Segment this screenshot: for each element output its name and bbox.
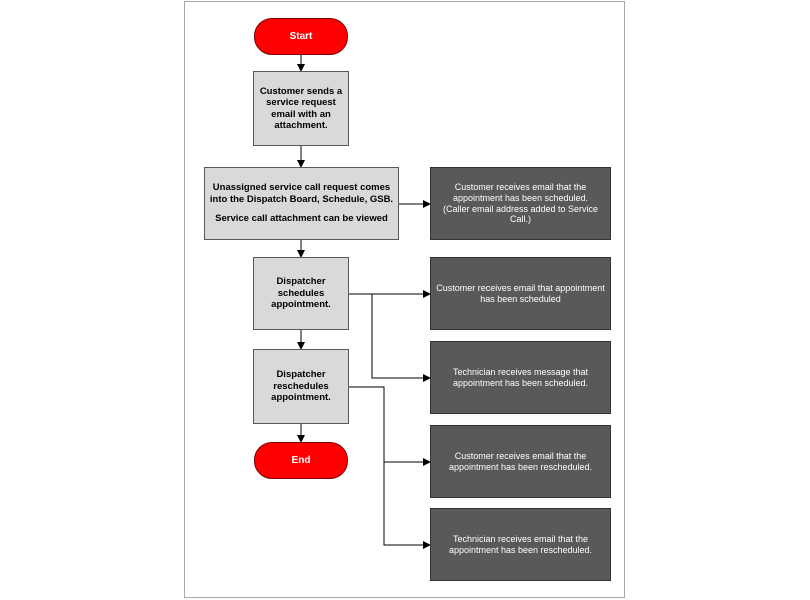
dispatcher-schedules-step: Dispatcher schedules appointment.: [253, 257, 349, 330]
customer-email-scheduled-outcome: Customer receives email that appointment…: [430, 257, 611, 330]
customer-sends-request-step: Customer sends a service request email w…: [253, 71, 349, 146]
customer-email-rescheduled-outcome: Customer receives email that the appoint…: [430, 425, 611, 498]
customer-email-scheduled-label: Customer receives email that appointment…: [436, 282, 605, 304]
technician-message-scheduled-label: Technician receives message that appoint…: [452, 366, 589, 388]
customer-email-caller-label: Customer receives email that the appoint…: [452, 181, 589, 203]
end-label: End: [291, 454, 311, 466]
customer-email-rescheduled-label: Customer receives email that the appoint…: [448, 450, 593, 472]
arrow-reschedules-to-customer-email-rescheduled: [348, 386, 431, 466]
technician-email-rescheduled-label: Technician receives email that the appoi…: [448, 533, 593, 555]
arrow-reschedules-to-technician-email-rescheduled: [383, 462, 431, 549]
technician-message-scheduled-outcome: Technician receives message that appoint…: [430, 341, 611, 414]
unassigned-request-label: Unassigned service call request comes in…: [209, 182, 394, 205]
start-terminal: Start: [254, 18, 348, 55]
unassigned-request-step: Unassigned service call request comes in…: [204, 167, 399, 240]
attachment-viewable-label: Service call attachment can be viewed: [215, 213, 388, 225]
dispatcher-reschedules-label: Dispatcher reschedules appointment.: [271, 369, 331, 404]
end-terminal: End: [254, 442, 348, 479]
customer-email-caller-outcome: Customer receives email that the appoint…: [430, 167, 611, 240]
dispatcher-reschedules-step: Dispatcher reschedules appointment.: [253, 349, 349, 424]
technician-email-rescheduled-outcome: Technician receives email that the appoi…: [430, 508, 611, 581]
caller-address-note: (Caller email address added to Service C…: [442, 203, 599, 225]
dispatcher-schedules-label: Dispatcher schedules appointment.: [271, 276, 331, 311]
start-label: Start: [289, 30, 313, 42]
customer-sends-request-label: Customer sends a service request email w…: [259, 85, 343, 131]
arrow-schedules-to-technician-message: [371, 294, 431, 382]
